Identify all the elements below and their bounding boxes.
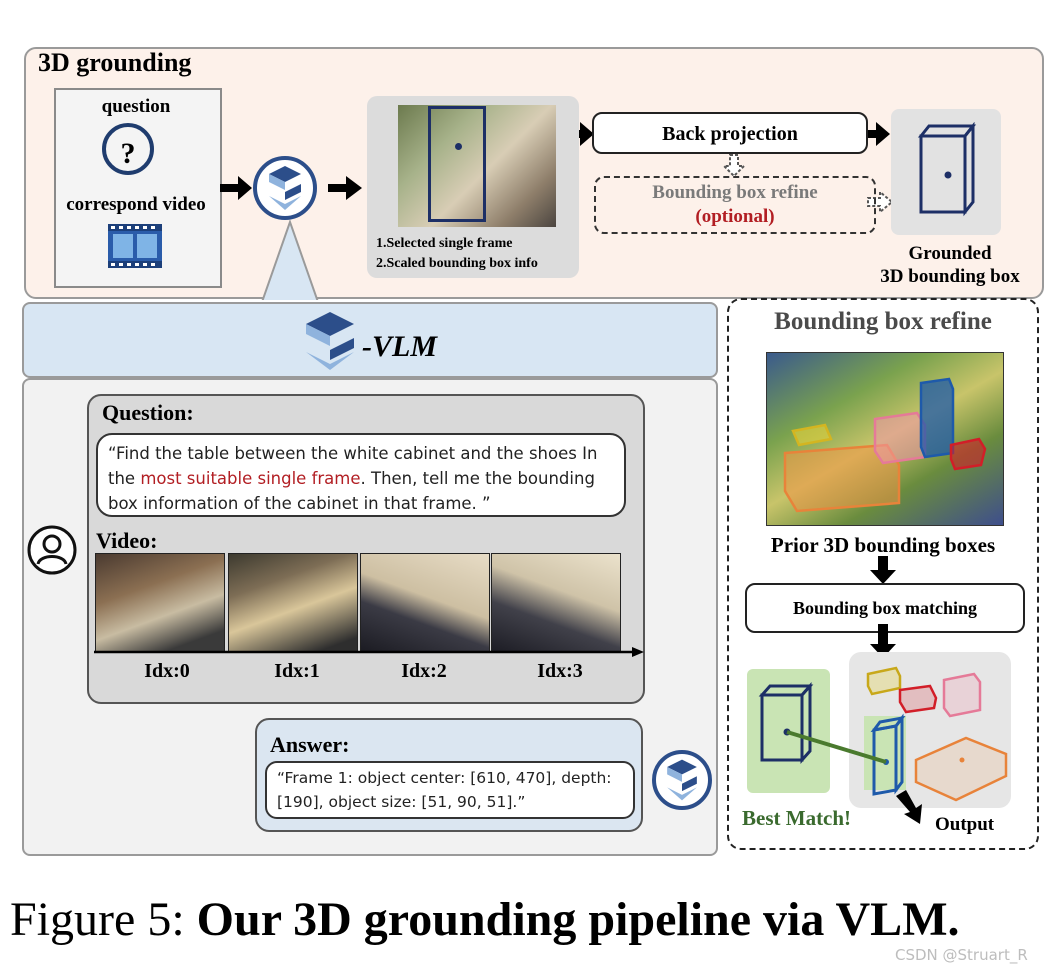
video-frame-3	[491, 553, 621, 653]
question-label: question	[101, 96, 171, 117]
bbox-center-dot	[455, 143, 462, 150]
frame-info-line-2: 2.Scaled bounding box info	[376, 256, 538, 271]
question-bubble: “Find the table between the white cabine…	[96, 433, 626, 517]
answer-bubble: “Frame 1: object center: [610, 470], dep…	[265, 761, 635, 819]
question-title: Question:	[102, 400, 194, 425]
scene-point-cloud-image	[766, 352, 1004, 526]
grounded-label-1: Grounded	[908, 243, 992, 264]
frame-index-2: Idx:2	[401, 660, 447, 682]
arrow-input-to-vlm	[220, 176, 252, 200]
selected-frame-image	[398, 105, 556, 227]
2d-bounding-box	[428, 106, 486, 222]
arrow-refine-to-box-dashed	[867, 189, 894, 215]
prior-boxes-label: Prior 3D bounding boxes	[770, 533, 996, 557]
video-frame-0	[95, 553, 225, 653]
arrow-to-candidates	[870, 624, 896, 658]
question-text-before: “Find the table between the white cabine…	[108, 444, 598, 488]
frame-index-1: Idx:1	[274, 660, 320, 682]
optional-refine-box	[594, 176, 876, 234]
frame-index-0: Idx:0	[144, 660, 190, 682]
timeline-arrow	[94, 647, 644, 657]
vlm-pointer	[261, 218, 319, 300]
caption-title: Our 3D grounding pipeline via VLM.	[196, 893, 960, 946]
vlm-logo-answer-icon	[652, 750, 712, 810]
figure-caption: Figure 5: Our 3D grounding pipeline via …	[10, 892, 960, 947]
vlm-banner	[22, 302, 718, 378]
top-arrows	[220, 122, 894, 300]
frame-index-3: Idx:3	[537, 660, 583, 682]
frame-info-line-1: 1.Selected single frame	[376, 236, 513, 251]
scene-boxes	[783, 377, 987, 513]
best-match-label: Best Match!	[742, 806, 852, 830]
vlm-logo-large-icon	[306, 312, 354, 370]
grounding-panel-title: 3D grounding	[38, 48, 192, 77]
vlm-name: -VLM	[362, 330, 437, 363]
refine-label: Bounding box refine	[652, 182, 818, 203]
arrow-backprojection-to-box	[866, 122, 890, 146]
video-frame-1	[228, 553, 358, 653]
video-frame-2	[360, 553, 490, 653]
question-mark-icon: ?	[102, 123, 154, 175]
vlm-logo-answer-mark	[667, 759, 697, 801]
arrow-vlm-to-frame	[328, 176, 362, 200]
grounded-label-2: 3D bounding box	[880, 266, 1020, 287]
vlm-logo-mark	[269, 166, 301, 210]
watermark: CSDN @Struart_R	[895, 946, 1028, 964]
matching-diagram	[758, 666, 1008, 824]
video-label: correspond video	[66, 194, 206, 215]
3d-box-icon	[917, 122, 977, 217]
answer-title: Answer:	[270, 732, 350, 757]
user-icon	[27, 525, 77, 575]
vlm-logo-icon	[253, 156, 317, 220]
optional-label: (optional)	[695, 206, 775, 227]
question-text-after: . Then, tell me the bounding box informa…	[108, 469, 595, 513]
film-strip-icon	[108, 224, 162, 268]
back-projection-box: Back projection	[592, 112, 868, 154]
grounded-box-panel	[891, 109, 1001, 235]
output-label: Output	[935, 814, 995, 835]
arrow-frame-to-backprojection	[570, 122, 594, 146]
video-title: Video:	[96, 528, 158, 553]
refine-panel-title: Bounding box refine	[774, 308, 992, 335]
caption-prefix: Figure 5:	[10, 893, 197, 946]
question-text-highlight: most suitable single frame	[140, 469, 361, 488]
arrow-to-matching	[870, 556, 896, 584]
refine-panel	[727, 298, 1039, 850]
arrow-to-refine-dashed	[721, 154, 747, 178]
